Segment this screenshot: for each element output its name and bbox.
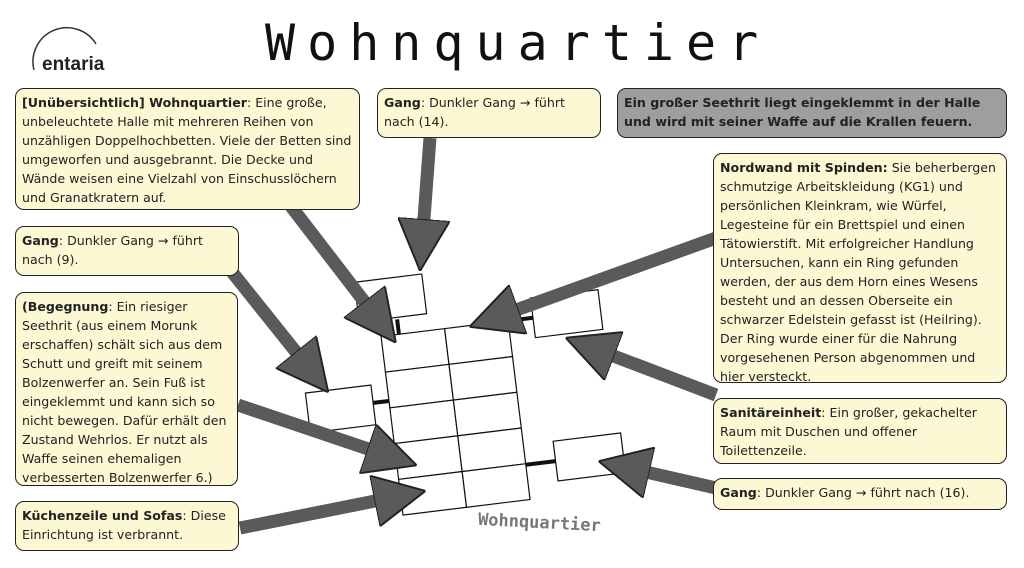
info-box-gang-9: Gang: Dunkler Gang → führt nach (9). — [15, 226, 239, 276]
info-box-encounter: (Begegnung: Ein riesiger Seethrit (aus e… — [15, 292, 238, 486]
bed-grid — [380, 320, 531, 516]
info-box-gang-14: Gang: Dunkler Gang → führt nach (14). — [377, 88, 601, 138]
arrow — [624, 467, 718, 488]
arrow — [238, 496, 400, 535]
arrow — [284, 201, 380, 322]
arrow — [235, 398, 392, 457]
arrow — [422, 137, 430, 245]
note-box: Ein großer Seethrit liegt eingeklemmt in… — [617, 88, 1007, 138]
connector — [525, 459, 556, 467]
info-box-gang-16: Gang: Dunkler Gang → führt nach (16). — [713, 478, 1007, 510]
room-east-corridor — [552, 432, 627, 482]
page-title: Wohnquartier — [265, 14, 771, 72]
logo-arc-icon — [32, 26, 97, 71]
info-box-north-wall: Nordwand mit Spinden: Sie beherbergen sc… — [713, 153, 1007, 384]
info-box-kitchen: Küchenzeile und Sofas: Diese Einrichtung… — [15, 501, 239, 551]
arrow — [226, 267, 312, 372]
arrow — [494, 231, 719, 318]
info-box-main: [Unübersichtlich] Wohnquartier: Eine gro… — [15, 88, 360, 210]
logo: entaria — [42, 54, 105, 75]
info-box-sanitary: Sanitäreinheit: Ein großer, gekachelter … — [713, 398, 1007, 464]
arrow — [590, 347, 719, 402]
room-west-corridor — [304, 384, 377, 434]
